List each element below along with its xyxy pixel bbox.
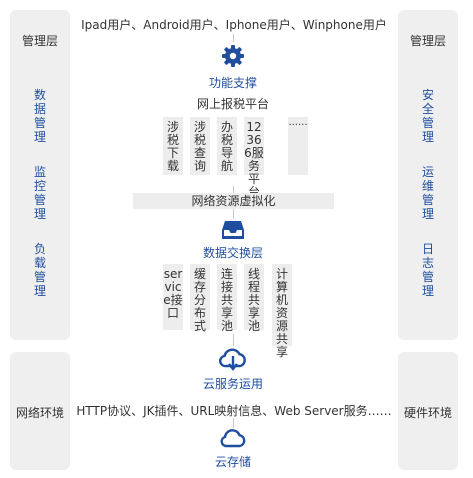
cloud-service-title: 云服务运用 [202,377,263,391]
exchange-item-service-interface: service接口 [163,264,183,330]
left-item-monitor-management: 监控管理 [33,165,46,221]
left-bottom-label: 网络环境 [15,406,64,420]
connector-line [233,207,234,219]
left-network-panel [10,352,70,470]
data-exchange-title: 数据交换层 [202,246,263,260]
connector-line [233,34,234,42]
left-management-panel [10,10,70,340]
protocols-text: HTTP协议、JK插件、URL映射信息、Web Server服务…… [76,404,392,418]
right-item-log-management: 日志管理 [421,242,434,298]
left-item-load-management: 负载管理 [33,242,46,298]
right-item-ops-management: 运维管理 [421,165,434,221]
connector-line [233,418,234,428]
right-management-panel [398,10,458,340]
exchange-item-connection-pool: 连接共享池 [217,264,237,333]
right-hardware-panel [398,352,458,470]
gear-icon [222,45,244,67]
right-top-label: 管理层 [409,34,446,48]
right-item-security-management: 安全管理 [421,88,434,144]
platform-title: 网上报税平台 [196,97,269,111]
cloud-icon [220,429,246,448]
virtualization-bar: 网络资源虚拟化 [133,193,334,209]
user-types: Ipad用户、Android用户、Iphone用户、Winphone用户 [81,18,387,32]
platform-item-tax-download: 涉税下载 [163,117,183,175]
cloud-storage-title: 云存储 [214,455,251,469]
connector-line [233,334,234,346]
function-support-title: 功能支撑 [208,76,257,90]
left-item-data-management: 数据管理 [33,88,46,144]
tray-icon [222,221,244,239]
exchange-item-thread-pool: 线程共享池 [244,264,264,333]
platform-item-12366: 12366服务平台 [244,117,264,199]
platform-item-tax-query: 涉税查询 [190,117,210,175]
exchange-item-distributed-cache: 缓存分布式 [190,264,210,333]
platform-item-tax-navigation: 办税导航 [217,117,237,175]
left-top-label: 管理层 [21,34,58,48]
platform-item-more: ······ [288,117,308,175]
connector-line [233,186,234,194]
right-bottom-label: 硬件环境 [403,406,452,420]
exchange-item-resource-sharing: 计算机资源共享 [272,264,292,359]
cloud-download-icon [219,348,246,371]
